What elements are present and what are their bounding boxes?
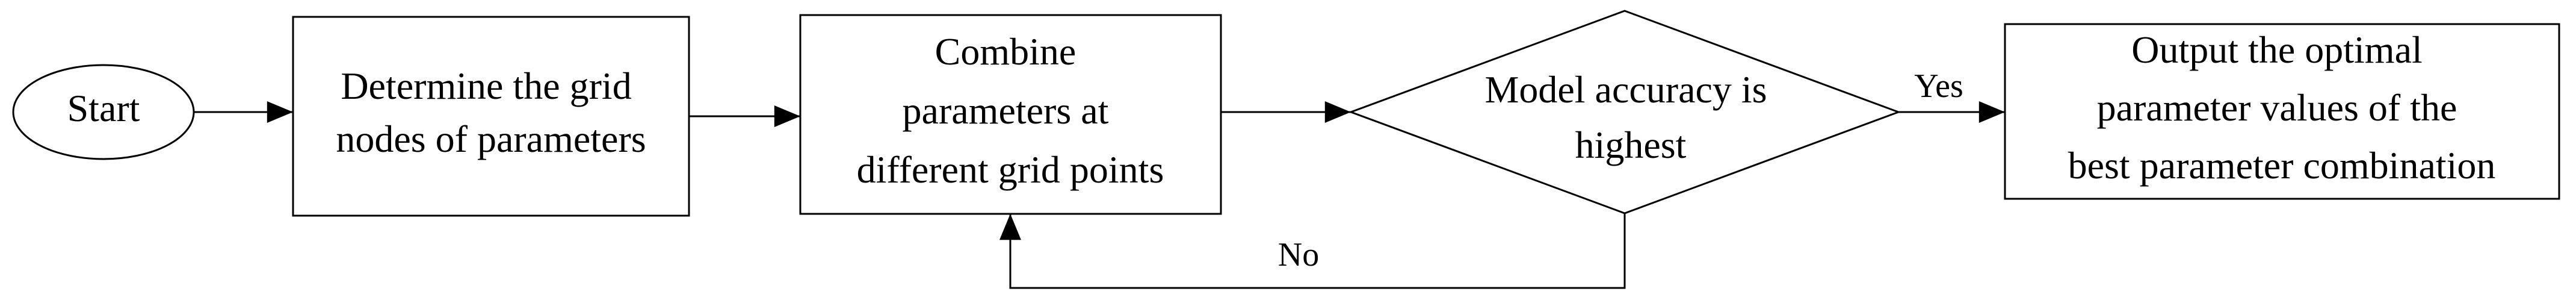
determine-grid-box bbox=[292, 16, 690, 217]
determine-grid-label: Determine the grid nodes of parameters bbox=[336, 64, 646, 160]
combine-parameters-node: Combine parameters at different grid poi… bbox=[799, 14, 1222, 215]
arrow-decision-loop-no bbox=[999, 213, 1626, 289]
decision-node: Model accuracy is highest bbox=[1348, 10, 1901, 214]
output-box bbox=[2004, 23, 2560, 200]
start-label: Start bbox=[67, 87, 140, 130]
combine-parameters-box bbox=[799, 14, 1222, 215]
no-edge-label: No bbox=[1278, 236, 1319, 273]
determine-grid-node: Determine the grid nodes of parameters bbox=[292, 16, 690, 217]
start-node: Start bbox=[12, 64, 195, 160]
yes-edge-label: Yes bbox=[1914, 67, 1963, 105]
output-node: Output the optimal parameter values of t… bbox=[2004, 23, 2560, 200]
output-label: Output the optimal parameter values of t… bbox=[2068, 28, 2496, 187]
combine-parameters-label: Combine parameters at different grid poi… bbox=[857, 30, 1164, 191]
decision-label: Model accuracy is highest bbox=[1484, 68, 1776, 166]
decision-diamond bbox=[1348, 10, 1901, 214]
